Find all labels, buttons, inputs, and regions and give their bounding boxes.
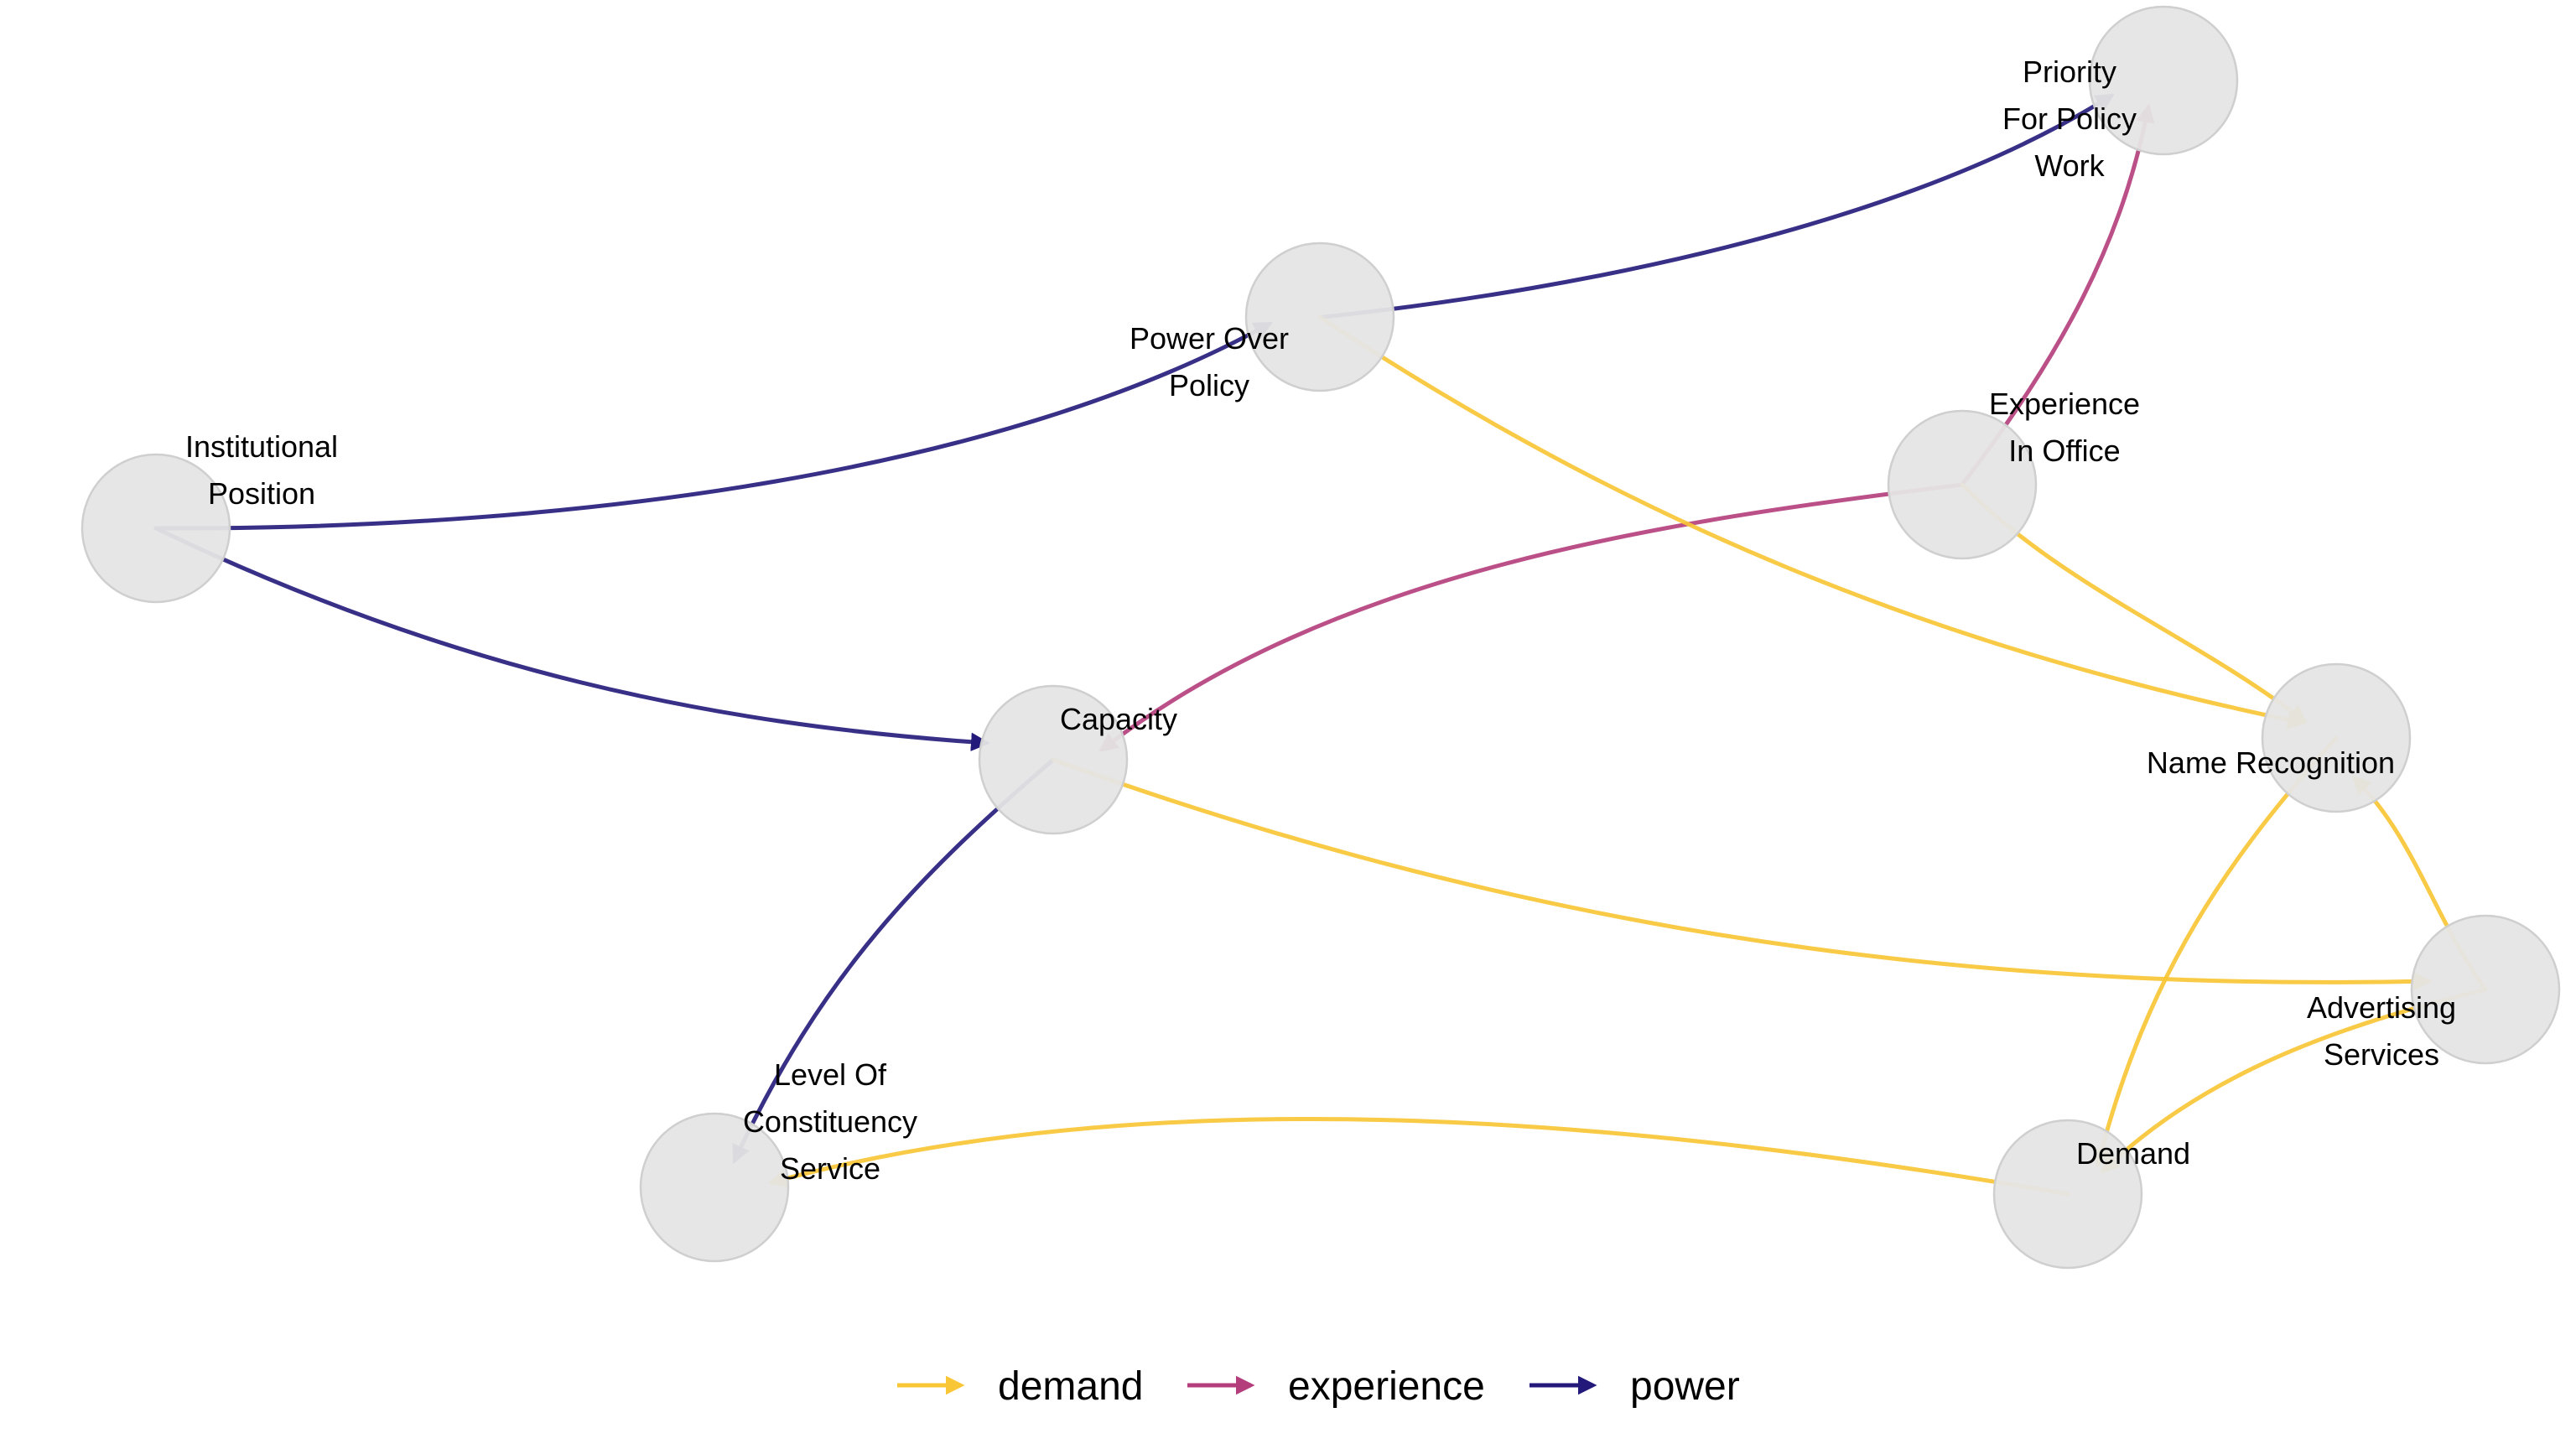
node-label-demand: Demand — [2076, 1136, 2190, 1171]
node-label-line: Position — [208, 476, 315, 511]
node-demand — [1992, 1119, 2143, 1270]
node-label-line: Demand — [2076, 1136, 2190, 1171]
node-label-line: Experience — [1989, 387, 2140, 421]
node-label-line: In Office — [2008, 434, 2120, 468]
node-power-over-policy — [1244, 242, 1395, 392]
legend-label-demand: demand — [998, 1364, 1143, 1409]
legend-label-experience: experience — [1288, 1364, 1485, 1409]
node-label-line: Name Recognition — [2147, 745, 2395, 780]
legend-item-experience: experience — [1187, 1364, 1485, 1409]
edge-power-institutional-position-to-power-over-policy — [153, 321, 1273, 531]
node-label-line: Constituency — [743, 1104, 917, 1139]
node-label-line: Policy — [1169, 368, 1249, 402]
legend-item-power: power — [1530, 1364, 1740, 1409]
node-label-line: Priority — [2023, 55, 2116, 89]
node-institutional-position — [80, 453, 231, 604]
node-name-recognition — [2261, 662, 2412, 813]
node-label-name-recognition: Name Recognition — [2147, 745, 2395, 780]
nodes-layer — [80, 5, 2561, 1270]
edge-demand-demand-to-level-of-constituency-service — [767, 1116, 2070, 1197]
edge-demand-power-over-policy-to-name-recognition — [1317, 314, 2307, 730]
node-capacity — [978, 684, 1129, 835]
node-label-line: Advertising — [2307, 990, 2456, 1025]
node-label-line: Power Over — [1130, 321, 1289, 356]
node-label-line: Institutional — [185, 429, 338, 464]
node-experience-in-office — [1887, 409, 2038, 560]
edge-power-power-over-policy-to-priority-for-policy-work — [1321, 93, 2115, 319]
node-label-line: Services — [2324, 1037, 2439, 1072]
node-label-capacity: Capacity — [1060, 702, 1177, 736]
edge-power-institutional-position-to-capacity — [153, 526, 990, 752]
legend: demand experience power — [897, 1364, 1740, 1409]
node-level-of-constituency-service — [639, 1112, 790, 1263]
node-priority-for-policy-work — [2088, 5, 2239, 156]
edge-experience-experience-in-office-to-capacity — [1098, 482, 1965, 752]
node-advertising-services — [2410, 914, 2561, 1065]
edge-demand-capacity-to-advertising-services — [1051, 757, 2433, 991]
node-label-line: Level Of — [774, 1057, 887, 1092]
node-label-experience-in-office: Experience In Office — [1989, 387, 2140, 468]
node-label-line: Work — [2034, 148, 2105, 183]
legend-item-demand: demand — [897, 1364, 1143, 1409]
edge-power-capacity-to-level-of-constituency-service — [732, 757, 1056, 1165]
node-label-line: For Policy — [2002, 101, 2137, 136]
legend-label-power: power — [1630, 1364, 1740, 1409]
node-label-line: Service — [780, 1151, 880, 1186]
node-label-line: Capacity — [1060, 702, 1177, 736]
